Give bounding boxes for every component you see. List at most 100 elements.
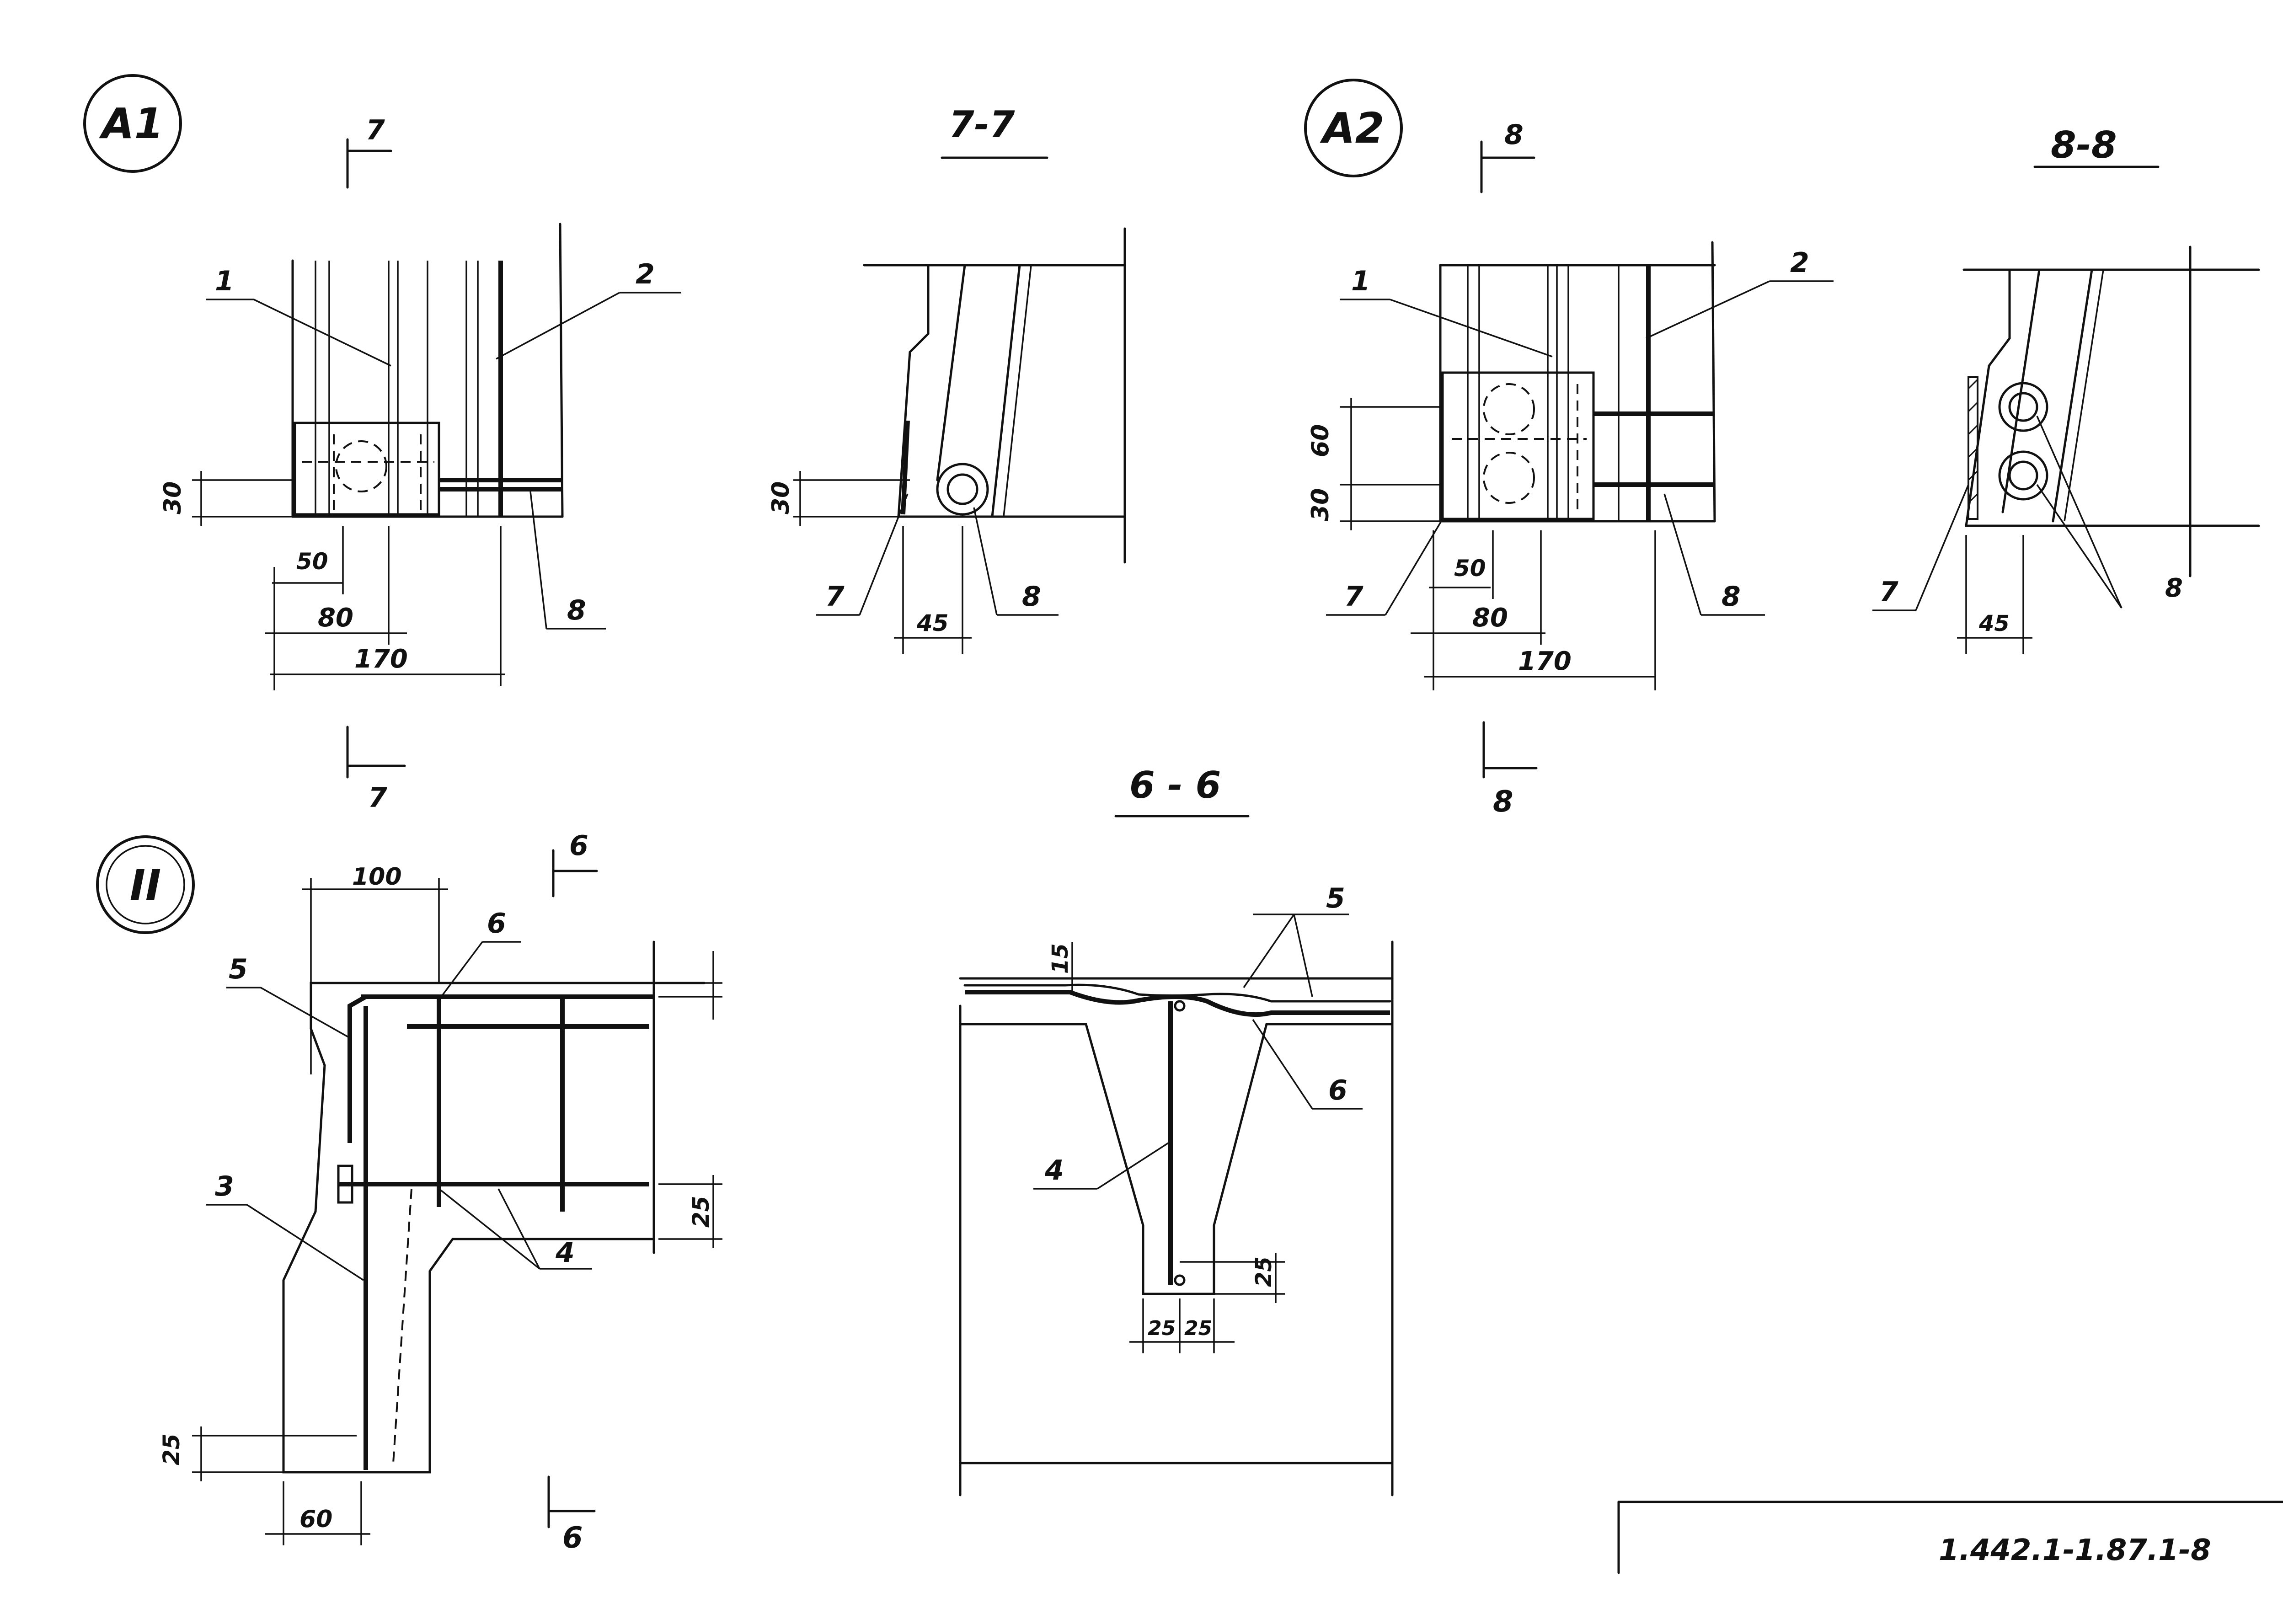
position-4-label: 4 <box>555 1237 575 1269</box>
leader-2 <box>496 292 620 360</box>
s88-plate-hatch <box>1968 470 1978 481</box>
leader-3 <box>246 1204 364 1281</box>
position-5-label: 5 <box>1326 882 1345 914</box>
detail-ii-bubble-inner <box>106 845 185 924</box>
ii-rebar-5 <box>348 994 367 1143</box>
s88-rib-outer <box>2052 268 2093 523</box>
ii-hidden-line <box>392 1188 412 1464</box>
s77-plate <box>901 420 910 515</box>
a2-hidden-hole <box>1483 383 1535 435</box>
dim-60-label: 60 <box>1307 424 1334 457</box>
section-8-marker-bottom-label: 8 <box>1493 785 1513 819</box>
s88-plate-hatch <box>1968 493 1978 504</box>
position-7-label: 7 <box>1879 576 1898 608</box>
position-7-label: 7 <box>1344 581 1363 613</box>
leader-5 <box>1293 914 1313 997</box>
position-8-label: 8 <box>567 594 586 626</box>
position-2-label: 2 <box>636 258 655 290</box>
dim-25-label: 25 <box>1184 1317 1212 1340</box>
detail-a2: A2 8 8 1 2 7 8 <box>1304 79 1834 819</box>
ii-outline <box>282 982 706 1474</box>
a1-right-edge <box>559 223 564 518</box>
s88-rib-inner <box>2001 268 2041 513</box>
a2-right-edge <box>1711 241 1716 523</box>
section-7-7-title: 7-7 <box>949 103 1015 146</box>
leader-8 <box>2036 416 2123 609</box>
section-7-marker-bottom-label: 7 <box>368 782 387 814</box>
a1-hidden-hole <box>335 440 387 492</box>
leader-4 <box>1097 1142 1169 1190</box>
s88-plate-hatch <box>1968 424 1978 435</box>
leader-6 <box>1252 1019 1313 1109</box>
dim-25-label: 25 <box>1251 1256 1277 1287</box>
position-1-label: 1 <box>215 265 234 297</box>
s66-bar-dot <box>1174 1000 1186 1012</box>
section-8-8-title: 8-8 <box>2051 124 2117 166</box>
dim-30-label: 30 <box>1307 488 1334 521</box>
s77-outline <box>897 264 1126 518</box>
leader-8 <box>529 491 547 629</box>
s88-plate-hatch <box>1968 401 1978 412</box>
section-7-marker-top-label: 7 <box>366 114 385 146</box>
dim-50-label: 50 <box>296 548 328 575</box>
leader-4 <box>438 1188 540 1270</box>
position-6-label: 6 <box>1328 1074 1347 1106</box>
leader-8 <box>973 507 998 615</box>
detail-a2-bubble <box>1304 79 1403 177</box>
dim-100-label: 100 <box>352 863 402 891</box>
s88-plate-hatch <box>1968 447 1978 458</box>
ii-plate <box>337 1165 353 1204</box>
leader-2 <box>1646 280 1770 339</box>
section-6-6-title: 6 - 6 <box>1129 764 1221 807</box>
s66-rebar-5-lower <box>965 990 1390 1017</box>
position-1-label: 1 <box>1351 265 1370 297</box>
s66-bar-dot <box>1174 1274 1186 1286</box>
s66-rib-outline <box>959 1023 1394 1295</box>
section-8-marker-top-label: 8 <box>1504 119 1524 151</box>
detail-ii-bubble-outer <box>96 835 195 934</box>
position-8-label: 8 <box>1722 581 1741 613</box>
dim-25-label: 25 <box>688 1196 714 1228</box>
leader-8 <box>1663 493 1702 615</box>
leader-1 <box>1390 299 1553 358</box>
s77-tube-outer <box>936 463 989 516</box>
title-block: 1.442.1-1.87.1-8 <box>1617 1501 2283 1574</box>
position-4-label: 4 <box>1044 1154 1064 1186</box>
detail-a1: A1 7 7 1 2 8 <box>83 74 681 814</box>
s77-rib-inner <box>936 264 966 481</box>
position-6-label: 6 <box>487 908 506 940</box>
dim-25-label: 25 <box>1148 1317 1176 1340</box>
leader-7 <box>1915 484 1969 611</box>
dim-45-label: 45 <box>1978 611 2010 636</box>
leader-1 <box>253 299 391 367</box>
s88-plate-hatch <box>1968 379 1978 390</box>
s88-tube-inner <box>2008 392 2038 422</box>
s88-tube-outer <box>1998 382 2048 432</box>
dim-80-label: 80 <box>318 603 353 633</box>
a2-hidden-hole <box>1483 452 1535 504</box>
s88-outline <box>1965 268 2260 527</box>
section-7-7: 7-7 30 7 8 45 <box>767 103 1126 654</box>
dim-45-label: 45 <box>916 610 949 636</box>
position-8-label: 8 <box>1022 581 1041 613</box>
leader-4 <box>497 1188 540 1269</box>
leader-5 <box>1243 914 1295 988</box>
dim-50-label: 50 <box>1454 555 1486 582</box>
s66-rebar-5-upper <box>963 983 1391 1003</box>
dim-170-label: 170 <box>354 644 408 674</box>
dim-30-label: 30 <box>767 481 795 514</box>
dim-170-label: 170 <box>1518 646 1572 676</box>
dim-30-label: 30 <box>159 481 187 514</box>
section-6-6: 6 - 6 5 6 4 15 25 25 25 <box>959 764 1394 1496</box>
dim-80-label: 80 <box>1472 603 1508 633</box>
s88-rib-outer <box>2064 269 2104 522</box>
detail-a2-label: A2 <box>1320 104 1384 153</box>
s88-tube-inner <box>2008 460 2038 491</box>
detail-a1-label: A1 <box>99 99 163 148</box>
leader-7 <box>859 493 909 615</box>
position-2-label: 2 <box>1790 247 1809 279</box>
s77-tube-inner <box>946 473 978 505</box>
detail-ii-label: II <box>130 861 161 910</box>
detail-ii: II 6 6 5 6 3 4 100 <box>96 830 722 1555</box>
